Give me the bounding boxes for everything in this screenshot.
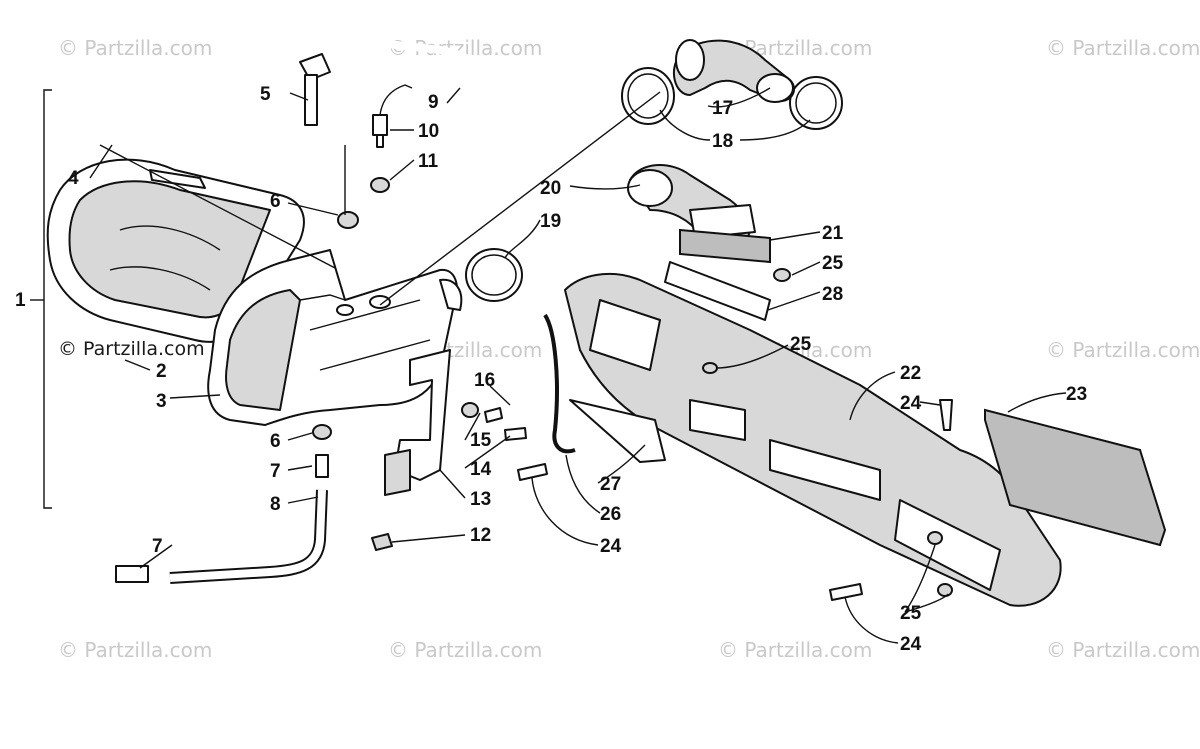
- watermark: © Partzilla.com: [718, 638, 873, 662]
- drain-tube-icon: [543, 313, 666, 463]
- callout-7: 7: [152, 536, 163, 557]
- callout-21: 21: [822, 223, 844, 244]
- callout-24: 24: [600, 536, 622, 557]
- seal-plate-icon: [664, 228, 791, 321]
- callout-11: 11: [418, 151, 439, 172]
- fastener-icon: [371, 402, 527, 551]
- callout-25: 25: [822, 253, 844, 274]
- watermark: © Partzilla.com: [1046, 338, 1200, 362]
- intake-boot-icon: [672, 39, 795, 103]
- callout-17: 17: [712, 98, 733, 119]
- callout-19: 19: [540, 211, 561, 232]
- callout-7: 7: [270, 461, 281, 482]
- callout-12: 12: [470, 525, 491, 546]
- intake-elbow-icon: [627, 163, 756, 241]
- vent-hose-icon: [299, 37, 516, 154]
- callout-18: 18: [712, 131, 733, 152]
- callout-13: 13: [470, 489, 491, 510]
- callout-24: 24: [900, 634, 922, 655]
- assembly-bracket: [30, 89, 52, 509]
- callout-5: 5: [260, 84, 271, 105]
- grommet-icon: [337, 211, 359, 229]
- callout-25: 25: [790, 334, 812, 355]
- silencer-box-icon: [564, 273, 1062, 607]
- sensor-icon: [372, 84, 413, 148]
- callout-27: 27: [600, 474, 621, 495]
- callout-23: 23: [1066, 384, 1087, 405]
- drain-fitting-icon: [115, 424, 332, 584]
- watermark: © Partzilla.com: [1046, 638, 1200, 662]
- watermark: © Partzilla.com: [58, 338, 205, 360]
- watermark: © Partzilla.com: [58, 638, 213, 662]
- callout-6: 6: [270, 191, 281, 212]
- silencer-foam-icon: [984, 408, 1167, 547]
- callout-15: 15: [470, 430, 492, 451]
- watermark: © Partzilla.com: [388, 638, 543, 662]
- callout-labels: 1 2 3 4 5 6 6 7 7 8 9 10 11 12 13 14 15 …: [15, 84, 1087, 655]
- callout-4: 4: [68, 168, 79, 189]
- watermark: © Partzilla.com: [1046, 36, 1200, 60]
- mount-bracket-icon: [384, 349, 451, 496]
- callout-24: 24: [900, 393, 922, 414]
- callout-14: 14: [470, 459, 492, 480]
- callout-10: 10: [418, 121, 439, 142]
- callout-20: 20: [540, 178, 561, 199]
- callout-3: 3: [156, 391, 167, 412]
- callout-16: 16: [474, 370, 495, 391]
- callout-2: 2: [156, 361, 167, 382]
- callout-25: 25: [900, 603, 922, 624]
- bolt-icon: [304, 74, 318, 126]
- callout-1: 1: [15, 290, 26, 311]
- leader-lines: [89, 87, 1067, 644]
- callout-22: 22: [900, 363, 921, 384]
- callout-8: 8: [270, 494, 281, 515]
- callout-28: 28: [822, 284, 843, 305]
- hose-clamp-icon: [465, 67, 843, 302]
- grommet-icon: [370, 177, 390, 193]
- callout-9: 9: [428, 92, 439, 113]
- callout-6: 6: [270, 431, 281, 452]
- watermark: © Partzilla.com: [58, 36, 213, 60]
- callout-26: 26: [600, 504, 621, 525]
